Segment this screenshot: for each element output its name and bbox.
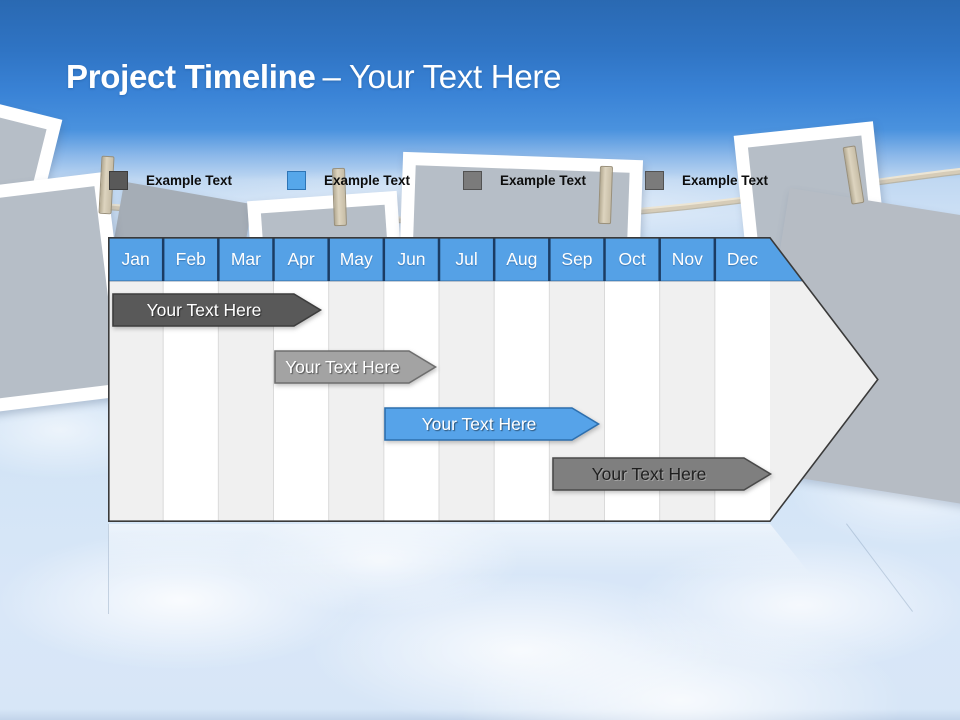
page-title: Project Timeline– Your Text Here bbox=[66, 58, 561, 96]
gantt-bar-label: Your Text Here bbox=[591, 463, 707, 484]
gantt-bar: Your Text Here bbox=[112, 293, 323, 327]
legend-item: Example Text bbox=[287, 170, 410, 191]
gantt-bar-label: Your Text Here bbox=[421, 413, 537, 434]
month-header-row: Jan Feb Mar Apr May Jun Jul Aug Sep Oct … bbox=[108, 237, 770, 281]
gantt-bar-label: Your Text Here bbox=[146, 299, 262, 320]
photo-placeholder bbox=[0, 186, 119, 399]
title-bold-text: Project Timeline bbox=[66, 58, 316, 95]
month-cell: Jul bbox=[455, 248, 478, 269]
legend-swatch bbox=[287, 171, 306, 190]
month-cell: Apr bbox=[287, 248, 315, 269]
legend-label: Example Text bbox=[146, 173, 233, 188]
month-cell: Jun bbox=[397, 248, 426, 269]
legend-swatch bbox=[463, 171, 482, 190]
gantt-bar: Your Text Here bbox=[552, 457, 773, 491]
legend-item: Example Text bbox=[463, 170, 586, 191]
legend-swatch bbox=[645, 171, 664, 190]
month-cell: Jan bbox=[121, 248, 150, 269]
clothespin-icon bbox=[597, 165, 614, 225]
legend-swatch bbox=[109, 171, 128, 190]
legend-item: Example Text bbox=[645, 170, 768, 191]
gantt-bar: Your Text Here bbox=[274, 350, 438, 384]
month-cell: May bbox=[339, 248, 373, 269]
arrow-reflection bbox=[108, 524, 812, 576]
legend-item: Example Text bbox=[109, 170, 232, 191]
month-cell: Mar bbox=[230, 248, 261, 269]
gantt-bar-label: Your Text Here bbox=[285, 356, 400, 377]
legend-label: Example Text bbox=[682, 173, 769, 188]
legend-label: Example Text bbox=[324, 173, 411, 188]
gantt-bar: Your Text Here bbox=[384, 407, 601, 441]
month-cell: Aug bbox=[506, 248, 538, 269]
reflection-line bbox=[846, 523, 913, 612]
month-cell: Feb bbox=[175, 248, 206, 269]
month-cell: Sep bbox=[561, 248, 593, 269]
reflection-line bbox=[108, 524, 109, 614]
month-cell: Dec bbox=[726, 248, 759, 269]
month-cell: Nov bbox=[671, 248, 703, 269]
legend-label: Example Text bbox=[500, 173, 587, 188]
month-cell: Oct bbox=[618, 248, 646, 269]
title-regular-text: – Your Text Here bbox=[322, 58, 562, 95]
